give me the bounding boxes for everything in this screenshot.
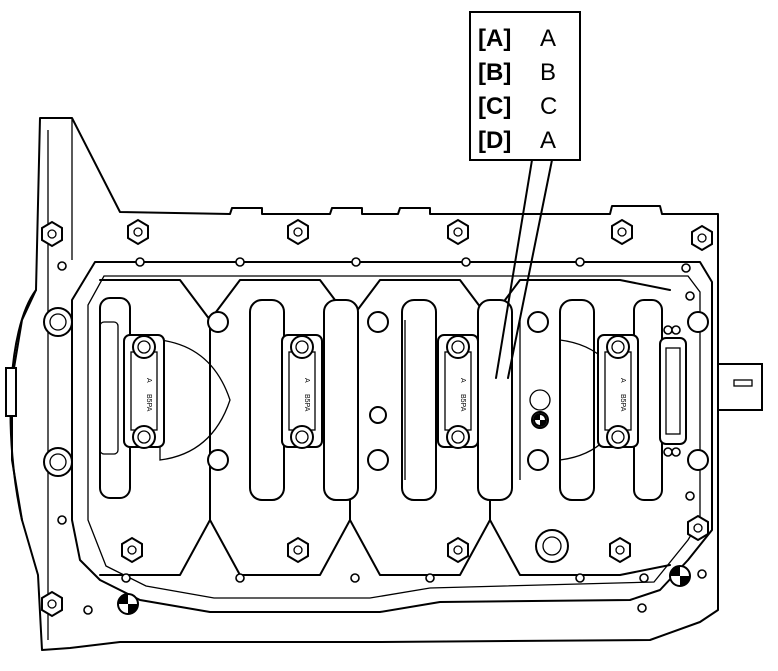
legend-value-a: A <box>540 25 556 52</box>
left-end-bosses <box>5 307 119 477</box>
cap-code: B5PA <box>459 394 466 412</box>
legend-key-c: [C] <box>478 93 511 120</box>
legend-leader-line <box>495 159 553 379</box>
block-outer-outline <box>11 117 719 651</box>
cap-bolts <box>132 335 630 449</box>
cap-code: B5PA <box>619 394 626 412</box>
cap-mark: A <box>303 378 310 383</box>
legend-box <box>469 11 581 161</box>
cap-code: B5PA <box>145 394 152 412</box>
cap-mark: A <box>145 378 152 383</box>
legend-key-d: [D] <box>478 127 511 154</box>
block-left-flange <box>47 118 73 640</box>
alignment-markers <box>117 413 691 615</box>
legend-value-d: A <box>540 127 556 154</box>
counterweights <box>159 320 626 480</box>
right-end-stub <box>659 325 763 457</box>
cap-mark: A <box>459 378 466 383</box>
cap-code: B5PA <box>303 394 310 412</box>
drain-boss <box>529 389 569 563</box>
cap-mark: A <box>619 378 626 383</box>
legend-key-a: [A] <box>478 25 511 52</box>
web-bolts <box>207 311 709 471</box>
gasket-outline <box>71 261 713 613</box>
legend-value-c: C <box>540 93 557 120</box>
perimeter-dots <box>57 257 707 615</box>
hex-bolts <box>41 218 713 618</box>
legend-key-b: [B] <box>478 59 511 86</box>
legend-value-b: B <box>540 59 556 86</box>
